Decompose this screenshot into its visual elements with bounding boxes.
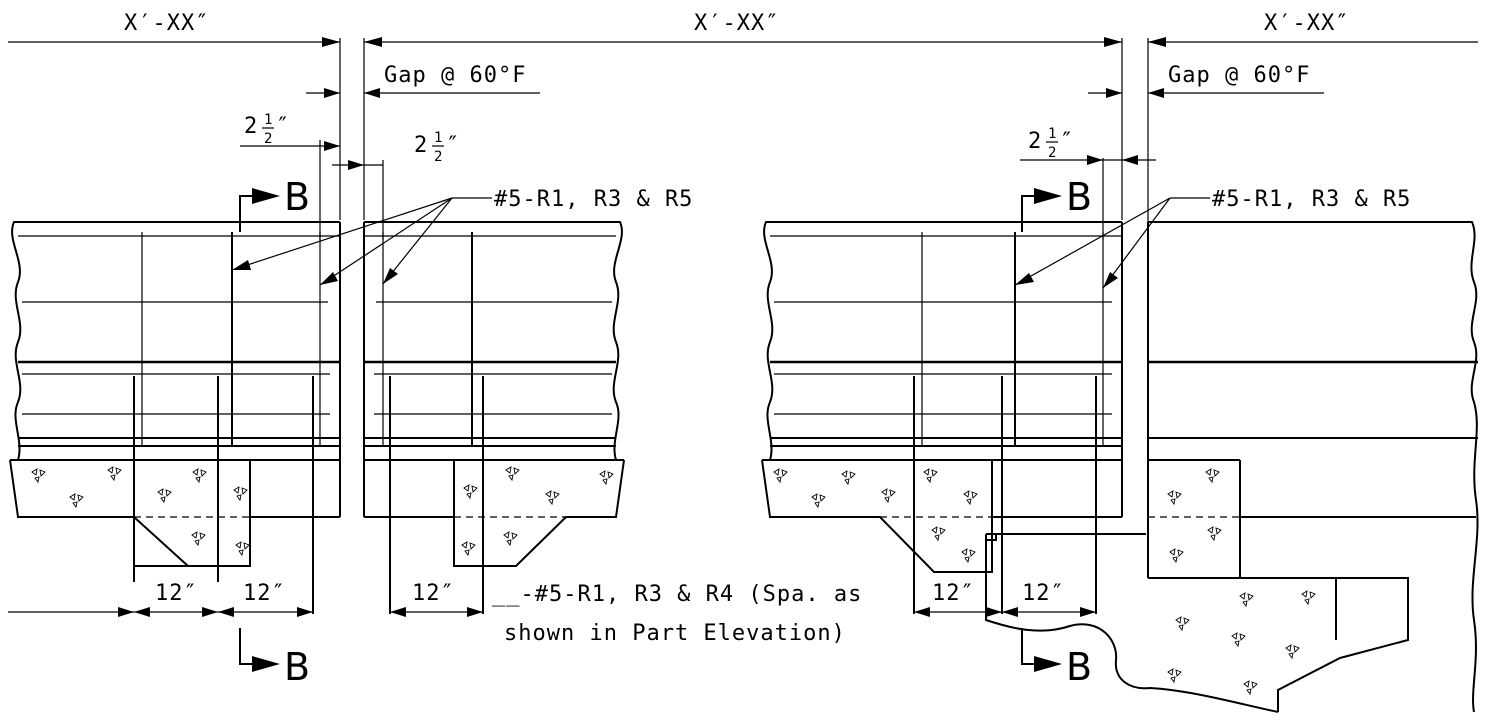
- span-right-dimension: X′-XX″: [1264, 11, 1349, 36]
- section-cut-arrow-icon: [252, 188, 280, 204]
- aggregate-mark: [961, 548, 976, 564]
- aggregate-mark: [107, 466, 122, 482]
- aggregate-mark: [1175, 616, 1190, 632]
- span-left-dimension: X′-XX″: [124, 11, 209, 36]
- svg-text:B: B: [1066, 175, 1092, 219]
- aggregate-mark: [1167, 668, 1182, 684]
- bar-callout-top-right-text: #5-R1, R3 & R5: [1212, 187, 1411, 212]
- aggregate-mark: [963, 490, 978, 506]
- svg-text:2: 2: [1048, 145, 1056, 161]
- section-mark-top-left: B: [239, 175, 310, 232]
- bar-callout-left: #5-R1, R3 & R5: [231, 187, 693, 286]
- girder-right-center: [761, 221, 1123, 614]
- aggregate-mark: [1169, 548, 1184, 564]
- dimension-arrowhead-icon: [322, 37, 340, 47]
- section-mark-top-right: B: [1021, 175, 1092, 232]
- svg-text:″: ″: [276, 114, 290, 139]
- aggregate-mark: [1205, 468, 1220, 484]
- span-middle-dimension: X′-XX″: [694, 11, 779, 36]
- bar-callout-bottom-line2: shown in Part Elevation): [504, 621, 846, 646]
- aggregate-mark: [881, 488, 896, 504]
- dim-12-b: 12″: [243, 581, 286, 606]
- aggregate-mark: [461, 541, 476, 557]
- aggregate-mark: [192, 468, 207, 484]
- dim-12-c: 12″: [412, 581, 455, 606]
- span-dimension-row: X′-XX″ X′-XX″ X′-XX″: [8, 11, 1478, 47]
- aggregate-mark: [69, 493, 84, 509]
- dimension-arrowhead-icon: [364, 37, 382, 47]
- svg-text:″: ″: [446, 133, 460, 158]
- dim-12-d: 12″: [932, 581, 975, 606]
- svg-text:B: B: [284, 175, 310, 219]
- offset-dimension-left-a: 2 1 2 ″: [240, 112, 340, 240]
- svg-text:2: 2: [414, 133, 428, 158]
- dim-12-e: 12″: [1022, 581, 1065, 606]
- section-mark-bottom-left: B: [239, 628, 310, 689]
- bar-callout-bottom: __-#5-R1, R3 & R4 (Spa. as shown in Part…: [492, 582, 862, 646]
- aggregate-mark: [1243, 680, 1258, 696]
- dimension-arrowhead-icon: [1104, 37, 1122, 47]
- section-cut-arrow-icon: [252, 656, 280, 672]
- offset-whole: 2: [244, 114, 258, 139]
- gap-dimension-left: Gap @ 60°F: [306, 38, 540, 220]
- aggregate-mark: [773, 468, 788, 484]
- bar-callout-right: #5-R1, R3 & R5: [1014, 187, 1411, 289]
- section-mark-bottom-right: B: [1021, 628, 1092, 689]
- svg-text:2: 2: [434, 149, 442, 165]
- gap-dimension-right: Gap @ 60°F: [1088, 38, 1324, 232]
- bar-callout-bottom-line1: __-#5-R1, R3 & R4 (Spa. as: [492, 582, 862, 607]
- aggregate-mark: [1301, 590, 1316, 606]
- dim-12-a: 12″: [155, 581, 198, 606]
- section-cut-arrow-icon: [1034, 188, 1062, 204]
- aggregate-mark: [233, 486, 248, 502]
- bar-callout-top-left-text: #5-R1, R3 & R5: [494, 187, 693, 212]
- aggregate-mark: [599, 470, 614, 486]
- svg-text:″: ″: [1060, 129, 1074, 154]
- aggregate-mark: [503, 531, 518, 547]
- concrete-aggregate-hatch-icon: [31, 466, 1316, 696]
- aggregate-mark: [811, 493, 826, 509]
- aggregate-mark: [931, 526, 946, 542]
- svg-text:2: 2: [264, 131, 272, 147]
- aggregate-mark: [1207, 526, 1222, 542]
- svg-text:1: 1: [1048, 126, 1056, 142]
- aggregate-mark: [923, 468, 938, 484]
- bottom-dimension-row: 12″ 12″ 12″ 12″ 12″: [8, 581, 1096, 617]
- gap-label-left: Gap @ 60°F: [384, 63, 526, 88]
- aggregate-mark: [545, 490, 560, 506]
- svg-text:B: B: [1066, 645, 1092, 689]
- offset-dimension-left-b: 2 1 2 ″: [332, 130, 460, 240]
- aggregate-mark: [31, 468, 46, 484]
- svg-text:B: B: [284, 645, 310, 689]
- section-cut-arrow-icon: [1034, 656, 1062, 672]
- aggregate-mark: [463, 484, 478, 500]
- dimension-arrowhead-icon: [1148, 37, 1166, 47]
- aggregate-mark: [505, 466, 520, 482]
- aggregate-mark: [1239, 592, 1254, 608]
- abutment-right: [985, 221, 1479, 713]
- aggregate-mark: [1231, 632, 1246, 648]
- girder-left: [9, 221, 341, 614]
- svg-text:1: 1: [264, 112, 272, 128]
- aggregate-mark: [841, 470, 856, 486]
- aggregate-mark: [191, 531, 206, 547]
- gap-label-right: Gap @ 60°F: [1168, 63, 1310, 88]
- svg-text:2: 2: [1028, 129, 1042, 154]
- aggregate-mark: [1167, 490, 1182, 506]
- aggregate-mark: [1285, 644, 1300, 660]
- aggregate-mark: [235, 541, 250, 557]
- offset-dimension-right: 2 1 2 ″: [1020, 126, 1156, 240]
- girder-middle: [363, 221, 625, 614]
- svg-text:1: 1: [434, 130, 442, 146]
- aggregate-mark: [157, 488, 172, 504]
